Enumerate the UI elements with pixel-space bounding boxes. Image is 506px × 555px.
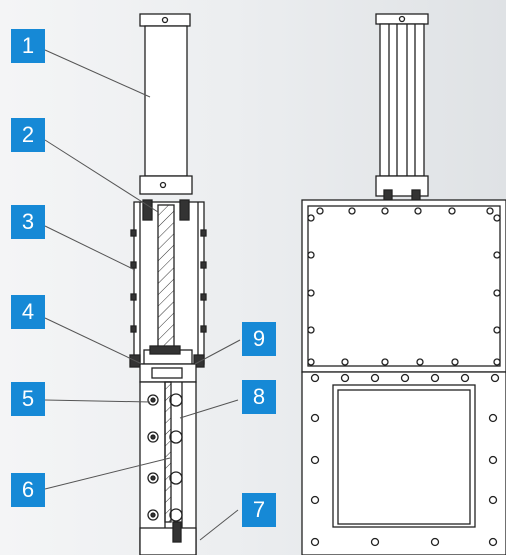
side-view: [129, 13, 207, 555]
callout-1: 1: [11, 29, 45, 63]
callout-6: 6: [11, 473, 45, 507]
top-cap-hole: [161, 16, 169, 24]
callout-3: 3: [11, 205, 45, 239]
front-view: [301, 13, 506, 555]
callout-2: 2: [11, 118, 45, 152]
callout-7: 7: [242, 493, 276, 527]
callout-5: 5: [11, 382, 45, 416]
callout-4: 4: [11, 295, 45, 329]
callout-8: 8: [242, 380, 276, 414]
callout-9: 9: [242, 322, 276, 356]
cylinder-top-cap: [139, 13, 191, 27]
leader-lines: [44, 49, 241, 541]
cylinder-body: [144, 25, 188, 177]
